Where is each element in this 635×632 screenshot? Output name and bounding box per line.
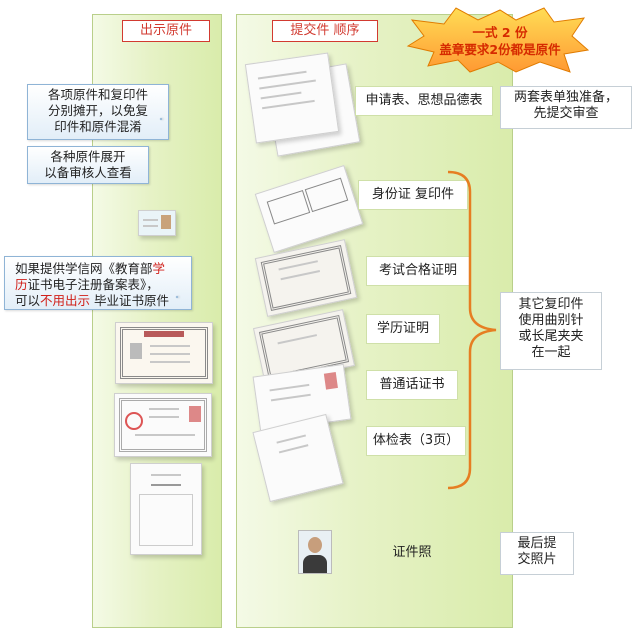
- id-photo-icon: [161, 215, 171, 229]
- callout-chsi-record: 如果提供学信网《教育部学 历证书电子注册备案表》， 可以不用出示 毕业证书原件: [4, 256, 192, 310]
- note-copies-clip: 其它复印件 使用曲别针 或长尾夹夹 在一起: [500, 292, 602, 370]
- item-application-form: 申请表、思想品德表: [355, 86, 493, 116]
- id-photo: [298, 530, 332, 574]
- seal-icon: [125, 412, 143, 430]
- item-medical-form: 体检表（3页）: [366, 426, 466, 456]
- note-forms-separate: 两套表单独准备， 先提交审查: [500, 86, 632, 129]
- item-id-copy: 身份证 复印件: [358, 180, 468, 210]
- id-card-original: [138, 210, 176, 236]
- callout-originals-separate: 各项原件和复印件 分别摊开，以免复 印件和原件混淆: [27, 84, 169, 140]
- originals-header: 出示原件: [122, 20, 210, 42]
- certificate-original: [114, 393, 212, 457]
- application-form-doc: [244, 52, 340, 144]
- item-exam-cert: 考试合格证明: [366, 256, 470, 286]
- burst-shape: [406, 7, 590, 73]
- item-id-photo: 证件照: [392, 545, 432, 560]
- submission-header: 提交件 顺序: [272, 20, 378, 42]
- group-brace: [447, 170, 497, 490]
- burst-line2: 盖章要求2份都是原件: [439, 42, 561, 57]
- item-education-cert: 学历证明: [366, 314, 440, 344]
- note-photo-last: 最后提 交照片: [500, 532, 574, 575]
- diploma-photo-icon: [130, 343, 142, 359]
- photo-face-icon: [308, 537, 322, 553]
- diploma-title-bar: [144, 331, 184, 337]
- photo-body-icon: [303, 555, 327, 573]
- cert-photo-icon: [189, 406, 201, 422]
- medical-form-original: [130, 463, 202, 555]
- diploma-original: [115, 322, 213, 384]
- burst-line1: 一式 2 份: [472, 25, 528, 40]
- item-mandarin-cert: 普通话证书: [366, 370, 458, 400]
- callout-originals-spread: 各种原件展开 以备审核人查看: [27, 146, 149, 184]
